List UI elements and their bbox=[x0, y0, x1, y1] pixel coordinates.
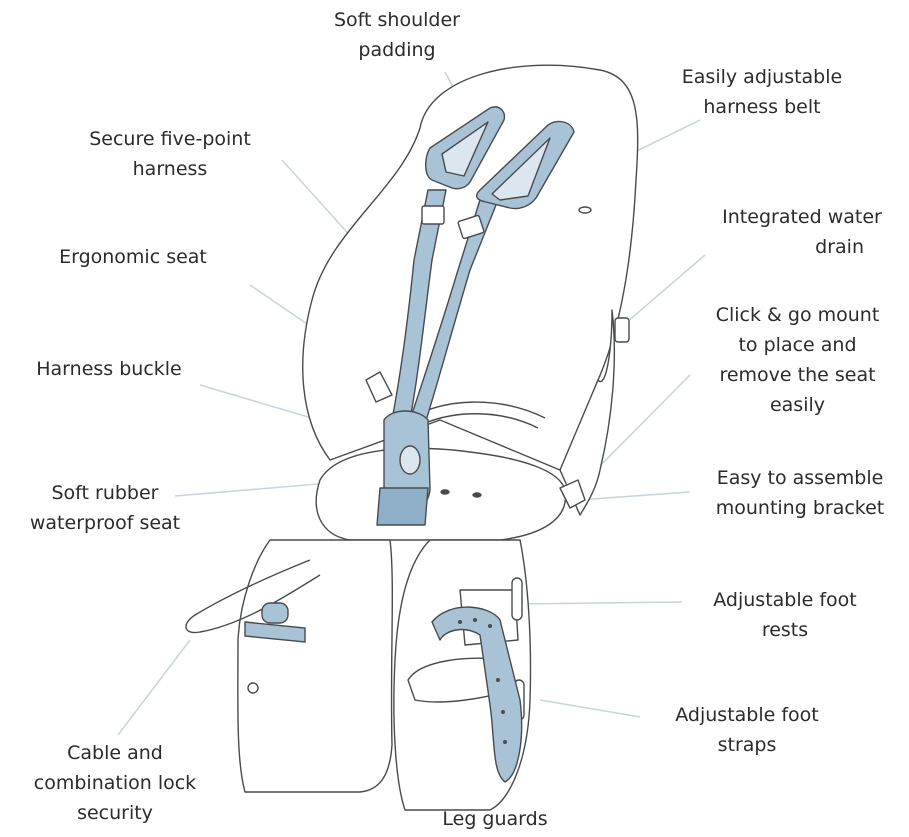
leader-line-cable-lock bbox=[117, 639, 191, 736]
label-soft-shoulder-padding: Soft shoulder padding bbox=[334, 9, 460, 61]
cable-lock bbox=[185, 559, 321, 643]
foot-rest-slot bbox=[511, 577, 523, 621]
label-soft-rubber-waterproof-seat: Soft rubber waterproof seat bbox=[29, 482, 181, 534]
label-easy-to-assemble-bracket: Easy to assemble mounting bracket bbox=[715, 467, 885, 519]
label-secure-five-point-harness: Secure five-point harness bbox=[89, 128, 251, 180]
harness-buckle-flap bbox=[365, 371, 393, 403]
label-easily-adjustable-harness-belt: Easily adjustable harness belt bbox=[681, 66, 843, 118]
harness-buckle-button bbox=[399, 445, 421, 475]
shoulder-pad-right-inner bbox=[491, 137, 551, 201]
foot-rest bbox=[407, 577, 525, 783]
seat-base bbox=[315, 447, 567, 541]
leader-line-water-drain bbox=[619, 254, 706, 329]
label-adjustable-foot-rests: Adjustable foot rests bbox=[713, 589, 857, 641]
leader-line-foot-rests bbox=[514, 601, 683, 605]
harness-buckle-crotch-strap bbox=[376, 487, 429, 526]
leader-line-foot-straps bbox=[539, 699, 641, 718]
lock-keyhole bbox=[247, 682, 259, 694]
seat-side-wing bbox=[559, 309, 616, 516]
shoulder-pad-left-inner bbox=[441, 121, 489, 177]
label-adjustable-foot-straps: Adjustable foot straps bbox=[675, 704, 819, 756]
leader-line-mounting-bracket bbox=[577, 491, 691, 501]
water-drain-tab bbox=[614, 317, 630, 343]
label-click-go-mount: Click & go mount to place and remove the… bbox=[715, 304, 880, 416]
label-integrated-water-drain: Integrated water drain bbox=[722, 206, 882, 258]
label-ergonomic-seat: Ergonomic seat bbox=[59, 246, 207, 268]
seat-hole bbox=[472, 492, 482, 498]
leader-line-waterproof-seat bbox=[174, 481, 343, 497]
label-cable-and-combination-lock: Cable and combination lock security bbox=[33, 742, 197, 824]
mounting-bracket bbox=[559, 479, 586, 509]
backrest-slot bbox=[578, 206, 592, 214]
foot-strap-holes bbox=[458, 618, 507, 744]
lock-body bbox=[261, 602, 289, 624]
harness-adjuster-left bbox=[421, 205, 445, 225]
harness-adjuster-right bbox=[457, 214, 485, 240]
label-leg-guards: Leg guards bbox=[442, 808, 548, 830]
foot-strap bbox=[431, 606, 523, 783]
label-harness-buckle: Harness buckle bbox=[36, 358, 182, 380]
lock-strap bbox=[244, 621, 306, 643]
seat-hole bbox=[440, 489, 450, 495]
harness bbox=[365, 106, 575, 526]
